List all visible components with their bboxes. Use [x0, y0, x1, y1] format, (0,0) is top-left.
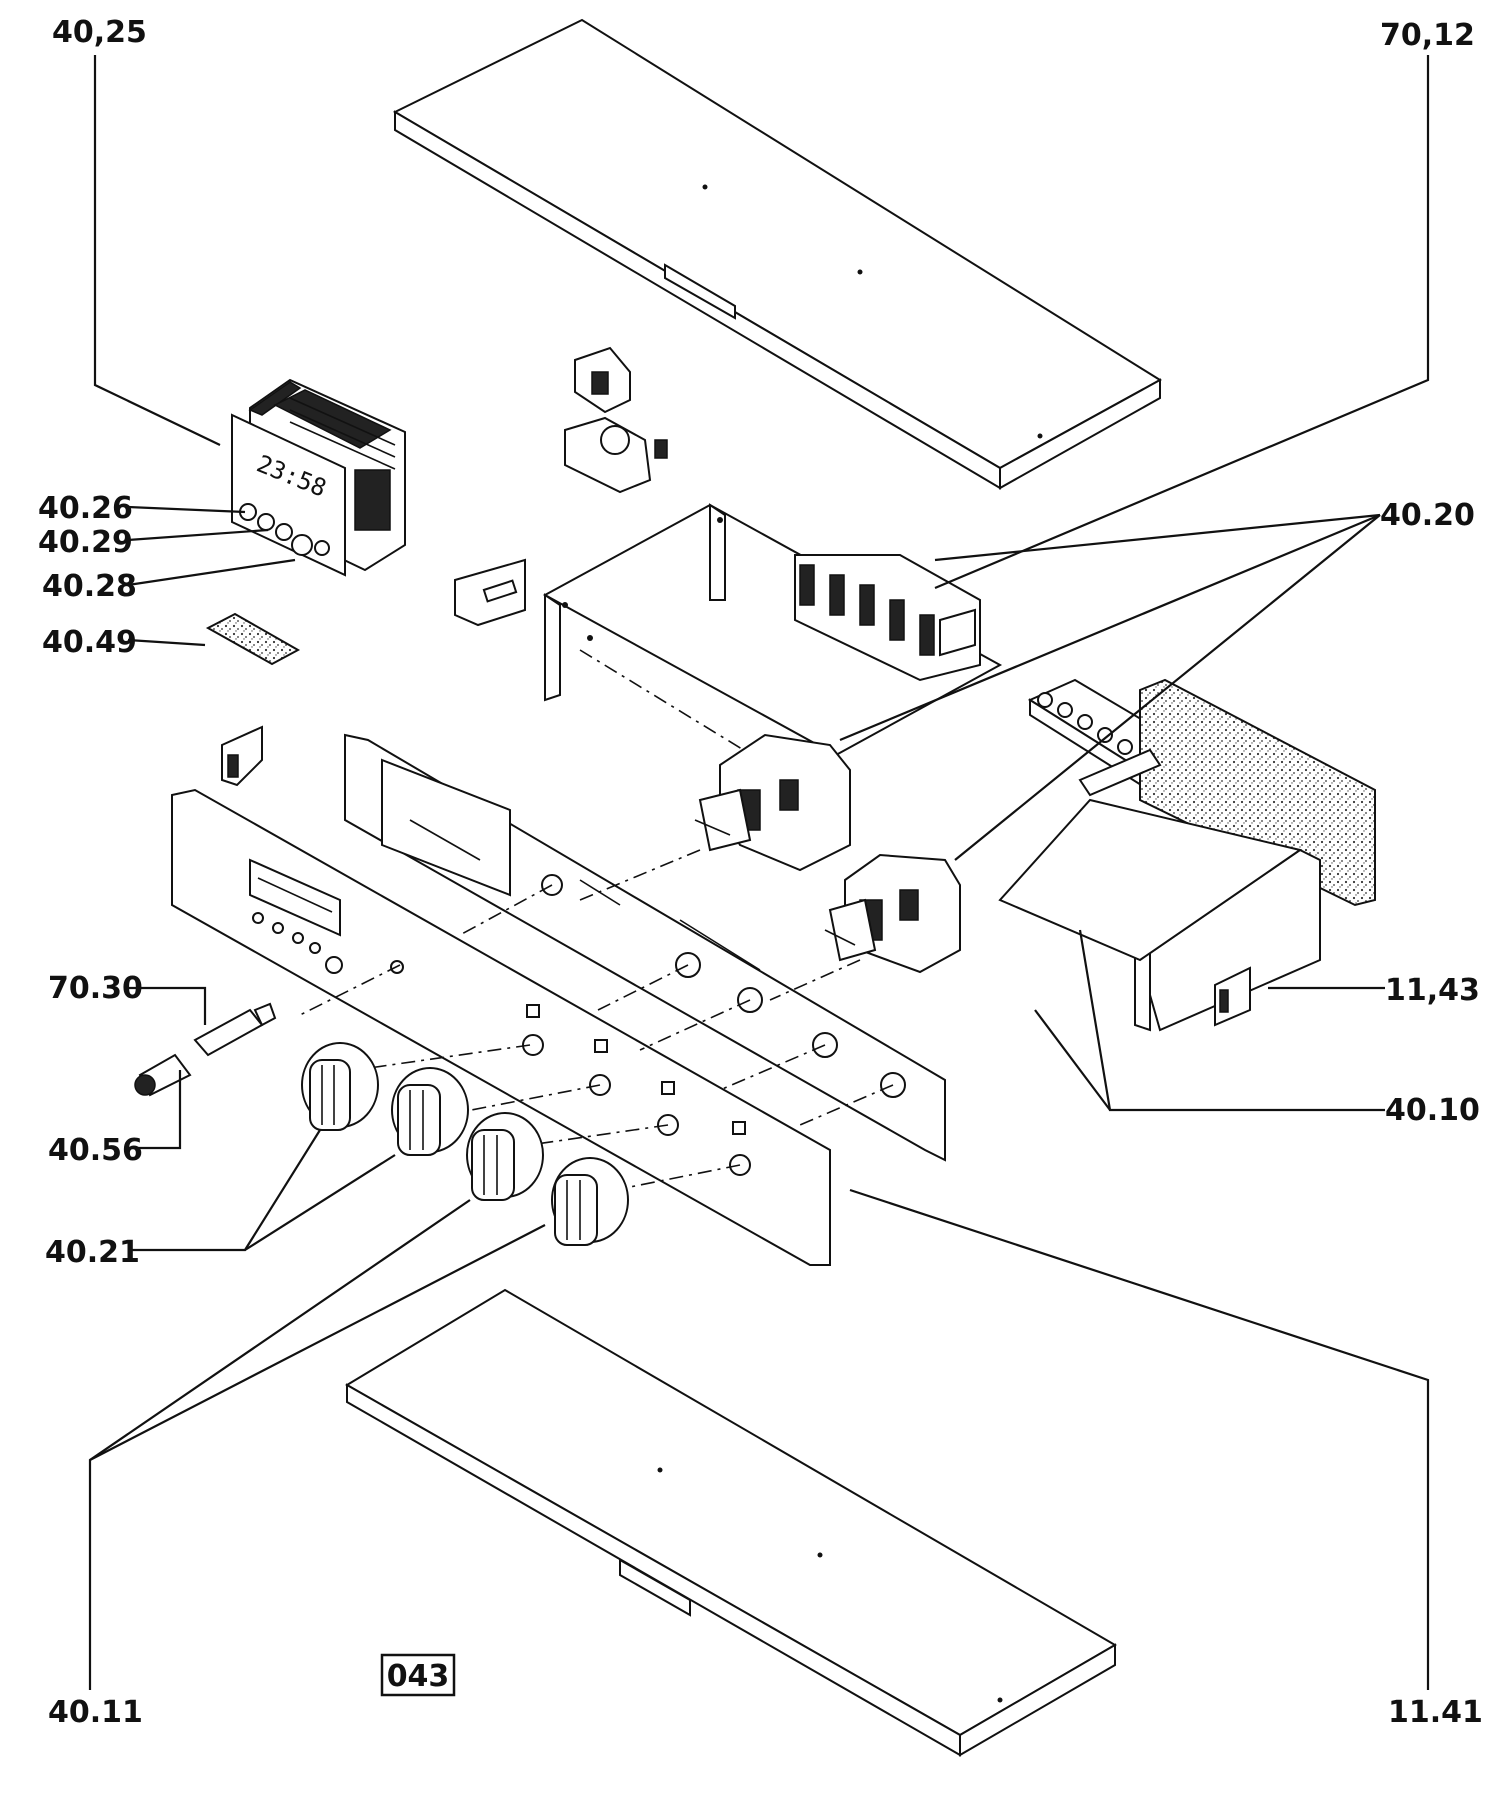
- rear-frame-bracket: [998, 748, 1321, 1032]
- leader-lines: [88, 55, 1430, 1690]
- label-70-30: 70.30: [48, 971, 143, 1006]
- label-40-21: 40.21: [45, 1235, 140, 1270]
- label-40-28: 40.28: [42, 569, 137, 604]
- label-40-26: 40.26: [38, 491, 133, 526]
- label-40-56: 40.56: [48, 1133, 143, 1168]
- control-knob-3: [466, 1112, 544, 1201]
- control-knob-1: [301, 1042, 379, 1131]
- control-knob-4: [551, 1157, 629, 1246]
- label-11-41: 11.41: [1388, 1695, 1483, 1730]
- insulation-board: [1139, 678, 1376, 907]
- label-40-10: 40.10: [1385, 1093, 1480, 1128]
- hinge-clip-lower: [564, 416, 668, 494]
- insulation-pad: [205, 612, 301, 666]
- rotary-switch-upper: [694, 733, 851, 872]
- diagram-code-box: 043: [380, 1653, 456, 1697]
- top-cover-panel: [392, 18, 1162, 490]
- front-fascia-panel: [171, 788, 831, 1266]
- energy-regulator-bank: [794, 554, 981, 682]
- label-40-49: 40.49: [42, 625, 137, 660]
- label-40-29: 40.29: [38, 525, 133, 560]
- control-knob-2: [391, 1067, 469, 1156]
- small-tab-bracket: [221, 725, 263, 787]
- label-40-20: 40.20: [1380, 498, 1475, 533]
- hinge-clip-upper: [574, 346, 631, 414]
- diagram-code: 043: [387, 1659, 450, 1694]
- label-11-43: 11,43: [1385, 973, 1480, 1008]
- part-labels: 40,25 70,12 40.26 40.29 40.28 40.49 40.2…: [38, 15, 1483, 1730]
- rotary-switch-lower: [824, 853, 961, 974]
- label-40-25: 40,25: [52, 15, 147, 50]
- bottom-cover-panel: [345, 1288, 1117, 1757]
- indicator-lamp: [134, 1002, 277, 1097]
- label-40-11: 40.11: [48, 1695, 143, 1730]
- side-bracket: [454, 558, 526, 627]
- timer-clock-module: 23:58: [231, 378, 406, 577]
- label-70-12: 70,12: [1380, 18, 1475, 53]
- switch-mount-bracket: [542, 503, 1003, 761]
